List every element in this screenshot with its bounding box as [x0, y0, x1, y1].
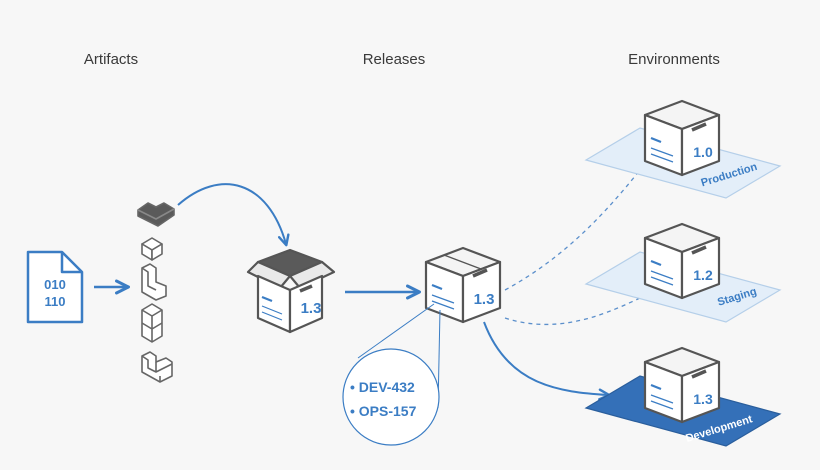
development-version: 1.3 [693, 391, 713, 407]
artifacts-heading: Artifacts [83, 51, 139, 68]
releases-heading: Releases [362, 51, 426, 68]
building-block-pieces-icon [137, 202, 175, 383]
issue-item-2: • OPS-157 [350, 403, 417, 419]
release-box-version: 1.3 [474, 291, 495, 308]
file-binary-line-1: 010 [44, 277, 66, 292]
file-binary-line-2: 110 [45, 294, 66, 309]
package-box-icon [246, 248, 336, 334]
release-to-production-link [504, 169, 641, 291]
release-to-staging-link [504, 297, 641, 326]
issue-item-1: • DEV-432 [350, 379, 415, 395]
release-to-development-arrow [483, 321, 611, 401]
magnifier-line-left [357, 303, 435, 359]
package-box-icon [643, 222, 721, 300]
production-version: 1.0 [693, 144, 713, 160]
package-box-icon [424, 246, 502, 324]
packaging-box-version: 1.3 [301, 300, 322, 317]
package-box-icon [643, 346, 721, 424]
environment-development[interactable]: 1.3 Development [584, 346, 782, 447]
staging-version: 1.2 [693, 267, 713, 283]
package-box-icon [643, 99, 721, 177]
environments-heading: Environments [628, 51, 720, 68]
binary-file-icon: 010 110 [26, 250, 84, 324]
pieces-to-box-arrow [177, 183, 290, 247]
release-issues-magnifier [342, 348, 440, 446]
environment-production[interactable]: 1.0 Production [584, 99, 782, 199]
environment-staging[interactable]: 1.2 Staging [584, 222, 782, 323]
